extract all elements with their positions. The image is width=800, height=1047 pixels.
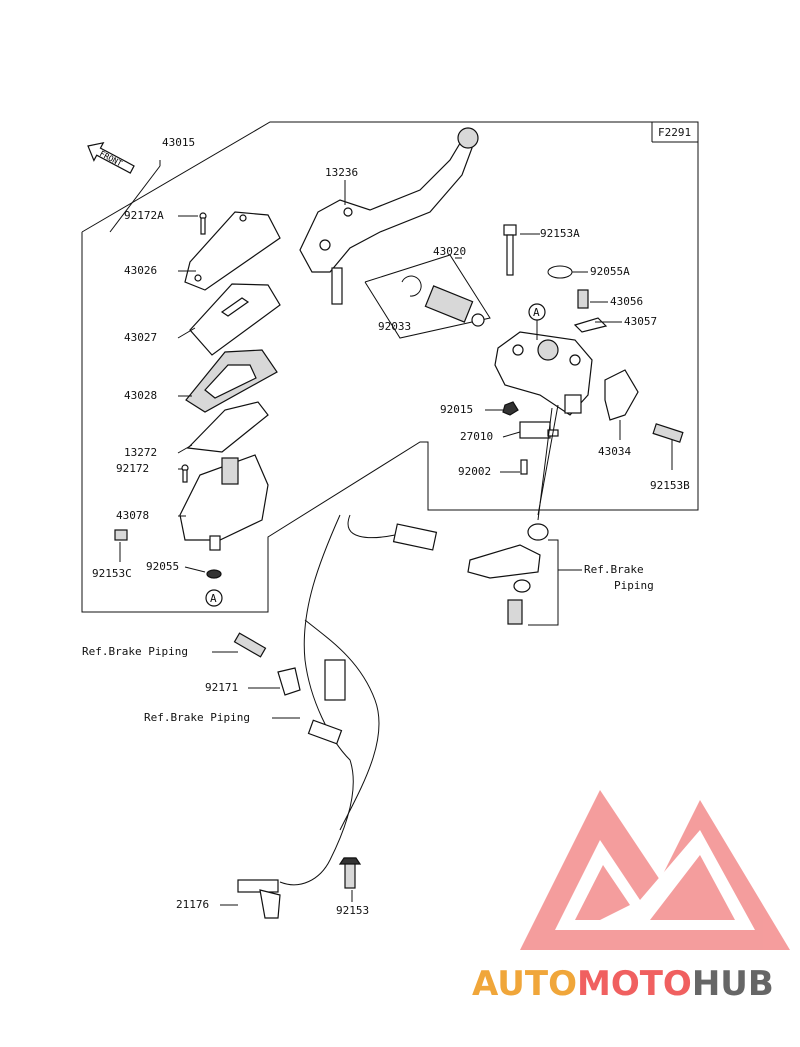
diagram-frame <box>81 121 699 613</box>
part-label-43034: 43034 <box>598 445 631 458</box>
part-label-13236: 13236 <box>325 166 358 179</box>
part-label-92153C: 92153C <box>92 567 132 580</box>
part-label-92153: 92153 <box>336 904 369 917</box>
part-label-92172: 92172 <box>116 462 149 475</box>
ref-brake-piping-right-line1: Ref.Brake <box>584 563 644 576</box>
watermark-text: AUTOMOTOHUB <box>472 964 774 1004</box>
nut-92015 <box>502 401 519 416</box>
part-label-92153A: 92153A <box>540 227 580 240</box>
part-label-43028: 43028 <box>124 389 157 402</box>
oring-92055A <box>547 265 573 279</box>
reservoir-cap-43026 <box>184 211 281 291</box>
leader-lines <box>109 160 673 906</box>
part-label-43020: 43020 <box>433 245 466 258</box>
front-marker-text: FRONT <box>98 149 124 168</box>
part-label-92033: 92033 <box>378 320 411 333</box>
bolt-92153C <box>114 529 128 541</box>
part-label-92055: 92055 <box>146 560 179 573</box>
part-label-92172A: 92172A <box>124 209 164 222</box>
bracket-92171 <box>277 667 301 696</box>
connector-a-top-label: A <box>533 306 540 319</box>
front-arrow-icon: FRONT <box>87 141 135 174</box>
watermark-auto: AUTO <box>472 964 577 1004</box>
cap-43057 <box>573 317 608 333</box>
circlip-92033 <box>401 275 422 297</box>
brake-hose <box>279 514 438 886</box>
master-cylinder-body <box>494 331 593 416</box>
brake-lever <box>299 127 479 305</box>
watermark-hub: HUB <box>692 964 774 1004</box>
part-label-21176: 21176 <box>176 898 209 911</box>
connector-a-bottom-label: A <box>210 592 217 605</box>
part-label-43078: 43078 <box>116 509 149 522</box>
part-label-43056: 43056 <box>610 295 643 308</box>
bolt-92153 <box>338 857 362 889</box>
part-label-92171: 92171 <box>205 681 238 694</box>
sensor-21176 <box>237 879 281 919</box>
figure-code: F2291 <box>658 126 691 139</box>
part-label-92002: 92002 <box>458 465 491 478</box>
part-label-13272: 13272 <box>124 446 157 459</box>
oring-92055 <box>206 569 222 579</box>
piston-kit-43020 <box>364 254 491 339</box>
part-label-92153B: 92153B <box>650 479 690 492</box>
part-label-92015: 92015 <box>440 403 473 416</box>
bolt-92153A <box>503 224 517 276</box>
part-label-27010: 27010 <box>460 430 493 443</box>
part-label-43015: 43015 <box>162 136 195 149</box>
part-label-92055A: 92055A <box>590 265 630 278</box>
clamp-43034 <box>604 369 639 421</box>
diaphragm-43028 <box>185 349 278 413</box>
connector-a-bottom <box>205 589 223 607</box>
float-13272 <box>186 401 269 453</box>
reservoir-body-43078 <box>179 454 269 551</box>
watermark-logo <box>520 790 790 950</box>
watermark-moto: MOTO <box>577 964 692 1004</box>
screw-92172 <box>181 464 189 483</box>
screw-92002 <box>520 459 528 475</box>
bleed-valve-43056 <box>577 289 589 309</box>
ref-brake-piping-right-line2: Piping <box>614 579 654 592</box>
ref-brake-piping-upper: Ref.Brake Piping <box>82 645 188 658</box>
part-label-43027: 43027 <box>124 331 157 344</box>
part-label-43026: 43026 <box>124 264 157 277</box>
ref-brake-piping-lower: Ref.Brake Piping <box>144 711 250 724</box>
banjo-fitting <box>467 523 549 625</box>
diaphragm-plate-43027 <box>189 283 281 356</box>
part-label-43057: 43057 <box>624 315 657 328</box>
bolt-92153B <box>652 423 684 443</box>
screw-92172A <box>199 212 207 235</box>
bolt-ref-brake-piping <box>233 632 267 658</box>
